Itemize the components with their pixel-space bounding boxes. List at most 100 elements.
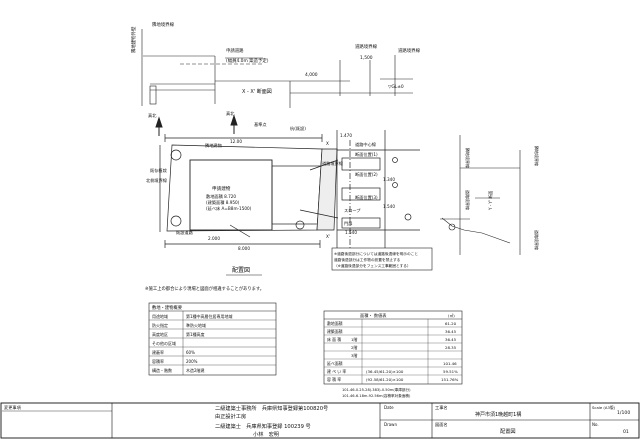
site-table-cells: 用途地域 第1種中高層住居専用地域 防火指定 準防火地域 高度地区 第1種高度 … bbox=[152, 313, 233, 373]
site-table-cell: その他の区域 bbox=[152, 340, 176, 346]
plan-dim-bottom: 8.000 bbox=[238, 246, 250, 251]
section-xx-boundary-top: 隣地境界線 bbox=[152, 21, 175, 28]
section-xx-reqd-road: 申請道路 bbox=[226, 47, 244, 54]
plan-dim-left: 12.00 bbox=[230, 139, 242, 144]
section-yy bbox=[440, 135, 521, 255]
architect-line-2: 小林 宏明 bbox=[253, 430, 279, 438]
section-xx-title: X - X' 断面図 bbox=[242, 88, 272, 95]
area-table-cell: 59.51% bbox=[443, 369, 458, 374]
section-yy-right-road: 道路境界線 bbox=[534, 230, 540, 250]
site-table-cell: 容積率 bbox=[152, 358, 164, 364]
plan-dim-right-3: 1.540 bbox=[383, 204, 395, 209]
plan-note-line-3: （※道路後退部分をフェンス工事範囲とする） bbox=[334, 263, 411, 268]
plan-note-line-1: ※道路後退部分については道路後退線を明示のこと bbox=[334, 251, 418, 256]
plan-note-north-wall: 北側境界線 bbox=[146, 177, 168, 184]
no-label: No. bbox=[592, 422, 599, 427]
area-table-title: 面積・ 数値表 bbox=[360, 312, 387, 319]
scale-label: Scale (A3版) bbox=[592, 405, 616, 410]
no-value: 01 bbox=[623, 429, 629, 435]
section-xx-road-edge2: 道路境界線 bbox=[398, 47, 421, 54]
plan-remark-3: 断面位置(3) bbox=[355, 194, 378, 201]
section-xx-dim-top: 4,000 bbox=[305, 72, 318, 78]
plan-note-line-2: 道路後退部分は工作物の設置を禁止する bbox=[334, 257, 401, 262]
plan-kuiten: 杭(既設) bbox=[290, 125, 306, 132]
drawn-label: Drawn bbox=[384, 422, 397, 427]
plan-dim-bot2: 2.000 bbox=[208, 236, 220, 241]
site-table-cell: 木造2階建 bbox=[186, 367, 205, 373]
plan-area-2: (建築面積 8.950) bbox=[206, 199, 240, 206]
area-table-footnote-1: 101.46-0.25-28(.383)-0.50m(車庫部分) bbox=[342, 387, 411, 392]
area-table-cell: 1階 bbox=[351, 337, 357, 342]
scale-value: 1/100 bbox=[617, 410, 630, 416]
firm-line-1: 二級建築士事務所 兵庫県知事登録第100820号 bbox=[215, 404, 328, 412]
plan-existing-road: 既設道路 bbox=[176, 229, 194, 236]
plan-title: 配置図 bbox=[232, 267, 250, 274]
site-table-cell: 200% bbox=[186, 359, 198, 364]
plan-dim-right-4: 1.540 bbox=[345, 230, 357, 235]
plan-x-mark: X bbox=[326, 141, 329, 146]
plan-dim-right-1: 1.470 bbox=[340, 133, 352, 138]
plan-dim-right-2: 1.340 bbox=[383, 177, 395, 182]
caption-left: ※施工上の都合により現場と図面が相違することがあります。 bbox=[145, 285, 264, 292]
site-table-cell: 高度地区 bbox=[152, 331, 168, 337]
site-table-cell: 構造・階数 bbox=[152, 367, 172, 373]
area-table-cell: 36.45 bbox=[445, 337, 457, 342]
area-table-cell: 101.46 bbox=[443, 361, 457, 366]
section-xx-level: ▽GL±0 bbox=[388, 84, 404, 90]
area-table-cell: (92.58/61.20)×100 bbox=[366, 377, 404, 382]
plan-hedge: 既存植栽 bbox=[150, 167, 168, 174]
area-table-footnote-2: 101.46-6.18m-92.56m(容積率対象面積) bbox=[342, 393, 411, 398]
north-arrow-left bbox=[155, 116, 163, 136]
section-xx bbox=[141, 29, 413, 108]
site-table-cell: 防火指定 bbox=[152, 322, 168, 328]
site-table: 敷地・建物概要 用途地域 第1種中高層住居専用地域 防火指定 準防火地域 高度地… bbox=[148, 302, 277, 376]
area-table-cell: 61.20 bbox=[445, 321, 457, 326]
area-table: 面積・ 数値表 (㎡) 敷地面積 61.20 建築面積 36.45 床 面 積 … bbox=[323, 310, 463, 398]
section-yy-cutline: Y - Y' 断面 bbox=[487, 191, 493, 211]
section-xx-road-width: (幅員4.0m 築造予定) bbox=[226, 57, 269, 64]
area-table-rowlines bbox=[324, 326, 462, 376]
site-table-cell: 用途地域 bbox=[152, 313, 168, 319]
plan-kijun: 基準点 bbox=[254, 121, 267, 128]
section-xx-road-edge1: 道路境界線 bbox=[355, 43, 378, 50]
area-table-cell: 建築面積 bbox=[327, 329, 343, 334]
plan-road-center: 道路中心線 bbox=[355, 141, 377, 148]
plan-remark-1: 断面位置(1) bbox=[355, 151, 378, 158]
plan-labels: 真北 真北 基準点 杭(既設) 隣地建物 道路中心線 既設道路 申請建物 敷地面… bbox=[146, 110, 395, 251]
plan-ramp: スロープ bbox=[344, 208, 361, 214]
plan-remark-2: 断面位置(2) bbox=[355, 171, 378, 178]
plan-area-1: 敷地面積 8.720 bbox=[206, 193, 236, 200]
plan-area-3: (延べ床 A=B8m-1500) bbox=[206, 205, 252, 212]
north-arrow-right bbox=[230, 114, 238, 134]
area-table-unit: (㎡) bbox=[448, 313, 455, 318]
project-label: 工事名 bbox=[435, 404, 448, 411]
site-table-cell: 第1種高度 bbox=[186, 331, 205, 337]
site-table-cell: 第1種中高層住居専用地域 bbox=[186, 313, 233, 319]
site-table-cell: 60% bbox=[186, 350, 195, 355]
section-xx-dim-right: 1,500 bbox=[360, 55, 373, 61]
plan-title-block: 配置図 bbox=[226, 267, 262, 276]
section-xx-labels: 隣地境界線 隣地建物外壁 申請道路 (幅員4.0m 築造予定) 道路境界線 道路… bbox=[130, 21, 421, 95]
revision-label: 変更事項 bbox=[4, 404, 22, 411]
architect-line-1: 二級建築士 兵庫県知事登録 100239 号 bbox=[215, 422, 311, 430]
section-yy-left-edge: 隣地境界線 bbox=[465, 148, 471, 168]
area-table-cell: 延べ面積 bbox=[327, 361, 343, 366]
drawing-label: 図面名 bbox=[435, 421, 448, 428]
area-table-cell: 床 面 積 bbox=[327, 337, 341, 342]
plan-north2: 真北 bbox=[226, 110, 235, 117]
section-xx-building-line: 隣地建物外壁 bbox=[130, 26, 137, 53]
plan-x-mark2: X' bbox=[326, 234, 330, 239]
title-block: 変更事項 二級建築士事務所 兵庫県知事登録第100820号 由正設計工房 二級建… bbox=[0, 402, 640, 439]
site-table-title: 敷地・建物概要 bbox=[152, 304, 183, 311]
area-table-cell: 敷地面積 bbox=[327, 321, 343, 326]
area-table-cell: 3階 bbox=[351, 353, 357, 358]
plan-note-road-boundary: 道路境界線 bbox=[322, 160, 344, 167]
site-table-cell: 建蔽率 bbox=[152, 349, 164, 355]
area-table-cell: 建 ぺ い 率 bbox=[327, 369, 346, 374]
section-yy-left-road: 道路境界線 bbox=[465, 190, 471, 210]
area-table-cell: 36.45 bbox=[445, 329, 457, 334]
site-table-cell: 準防火地域 bbox=[186, 322, 206, 328]
area-table-cell: 28.35 bbox=[445, 345, 457, 350]
